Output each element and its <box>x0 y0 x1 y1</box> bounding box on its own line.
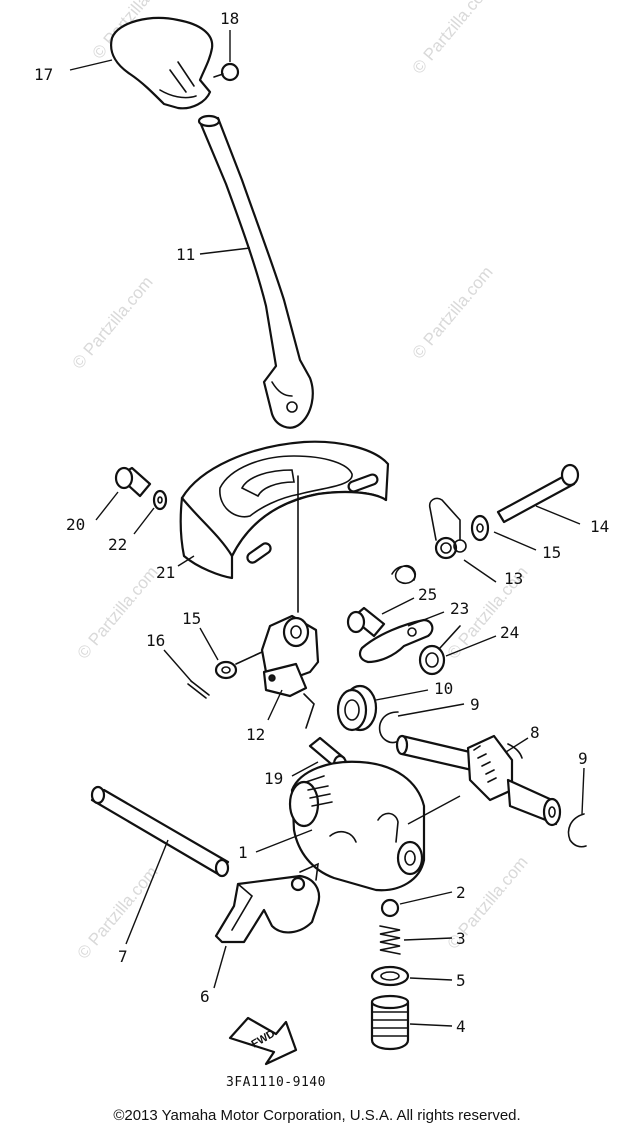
watermark: © Partzilla.com <box>409 0 497 78</box>
callout-22: 22 <box>108 535 127 554</box>
callout-labels: 17 18 11 20 22 21 14 15 13 25 23 24 15 1… <box>34 9 609 1036</box>
part-6-shift-fork <box>214 862 321 944</box>
part-1-shift-drum <box>288 760 426 892</box>
part-5-gasket <box>370 965 410 987</box>
part-20-bolt <box>114 466 152 498</box>
callout-8: 8 <box>530 723 540 742</box>
callout-3: 3 <box>456 929 466 948</box>
callout-14: 14 <box>590 517 609 536</box>
part-3-spring <box>379 925 401 955</box>
part-15-washer-upper <box>470 514 490 542</box>
part-9-circlip-upper <box>378 711 399 744</box>
callout-12: 12 <box>246 725 265 744</box>
callout-15-lower: 15 <box>182 609 201 628</box>
callout-10: 10 <box>434 679 453 698</box>
part-2-ball <box>380 898 400 918</box>
part-25-spring <box>391 564 417 585</box>
callout-18: 18 <box>220 9 239 28</box>
part-8-shift-shaft <box>395 734 562 827</box>
callout-25: 25 <box>418 585 437 604</box>
part-24-spring <box>418 625 461 676</box>
watermark: © Partzilla.com <box>69 273 157 373</box>
callout-20: 20 <box>66 515 85 534</box>
part-17-shift-knob <box>110 16 214 110</box>
part-23-stopper-lever <box>346 606 434 664</box>
part-14-pin <box>496 463 580 524</box>
callout-15-upper: 15 <box>542 543 561 562</box>
part-9-circlip-lower <box>567 813 587 848</box>
callout-16: 16 <box>146 631 165 650</box>
part-18-knob-screw <box>213 62 240 82</box>
part-13-torsion-spring <box>428 497 467 560</box>
callout-9-lower: 9 <box>578 749 588 768</box>
callout-24: 24 <box>500 623 519 642</box>
part-15-washer-lower <box>214 651 263 680</box>
callout-9-upper: 9 <box>470 695 480 714</box>
callout-23: 23 <box>450 599 469 618</box>
part-12-shift-arm <box>260 475 320 698</box>
callout-21: 21 <box>156 563 175 582</box>
part-11-shift-lever <box>197 114 314 429</box>
callout-19: 19 <box>264 769 283 788</box>
part-22-washer <box>152 489 168 511</box>
part-21-shift-guide <box>179 440 390 580</box>
callout-7: 7 <box>118 947 128 966</box>
fwd-arrow: FWD <box>228 1016 298 1066</box>
callout-13: 13 <box>504 569 523 588</box>
leader-lines <box>69 30 585 1027</box>
callout-4: 4 <box>456 1017 466 1036</box>
part-4-plug-bolt <box>370 994 410 1051</box>
callout-5: 5 <box>456 971 466 990</box>
copyright-notice: ©2013 Yamaha Motor Corporation, U.S.A. A… <box>113 1107 521 1124</box>
callout-2: 2 <box>456 883 466 902</box>
callout-17: 17 <box>34 65 53 84</box>
diagram-code: 3FA1110-9140 <box>226 1075 326 1090</box>
watermark: © Partzilla.com <box>409 263 497 363</box>
callout-1: 1 <box>238 843 248 862</box>
callout-6: 6 <box>200 987 210 1006</box>
part-7-guide-bar <box>90 785 230 878</box>
callout-11: 11 <box>176 245 195 264</box>
part-16-cotter-pin <box>187 680 210 699</box>
part-10-bearing <box>336 684 378 732</box>
